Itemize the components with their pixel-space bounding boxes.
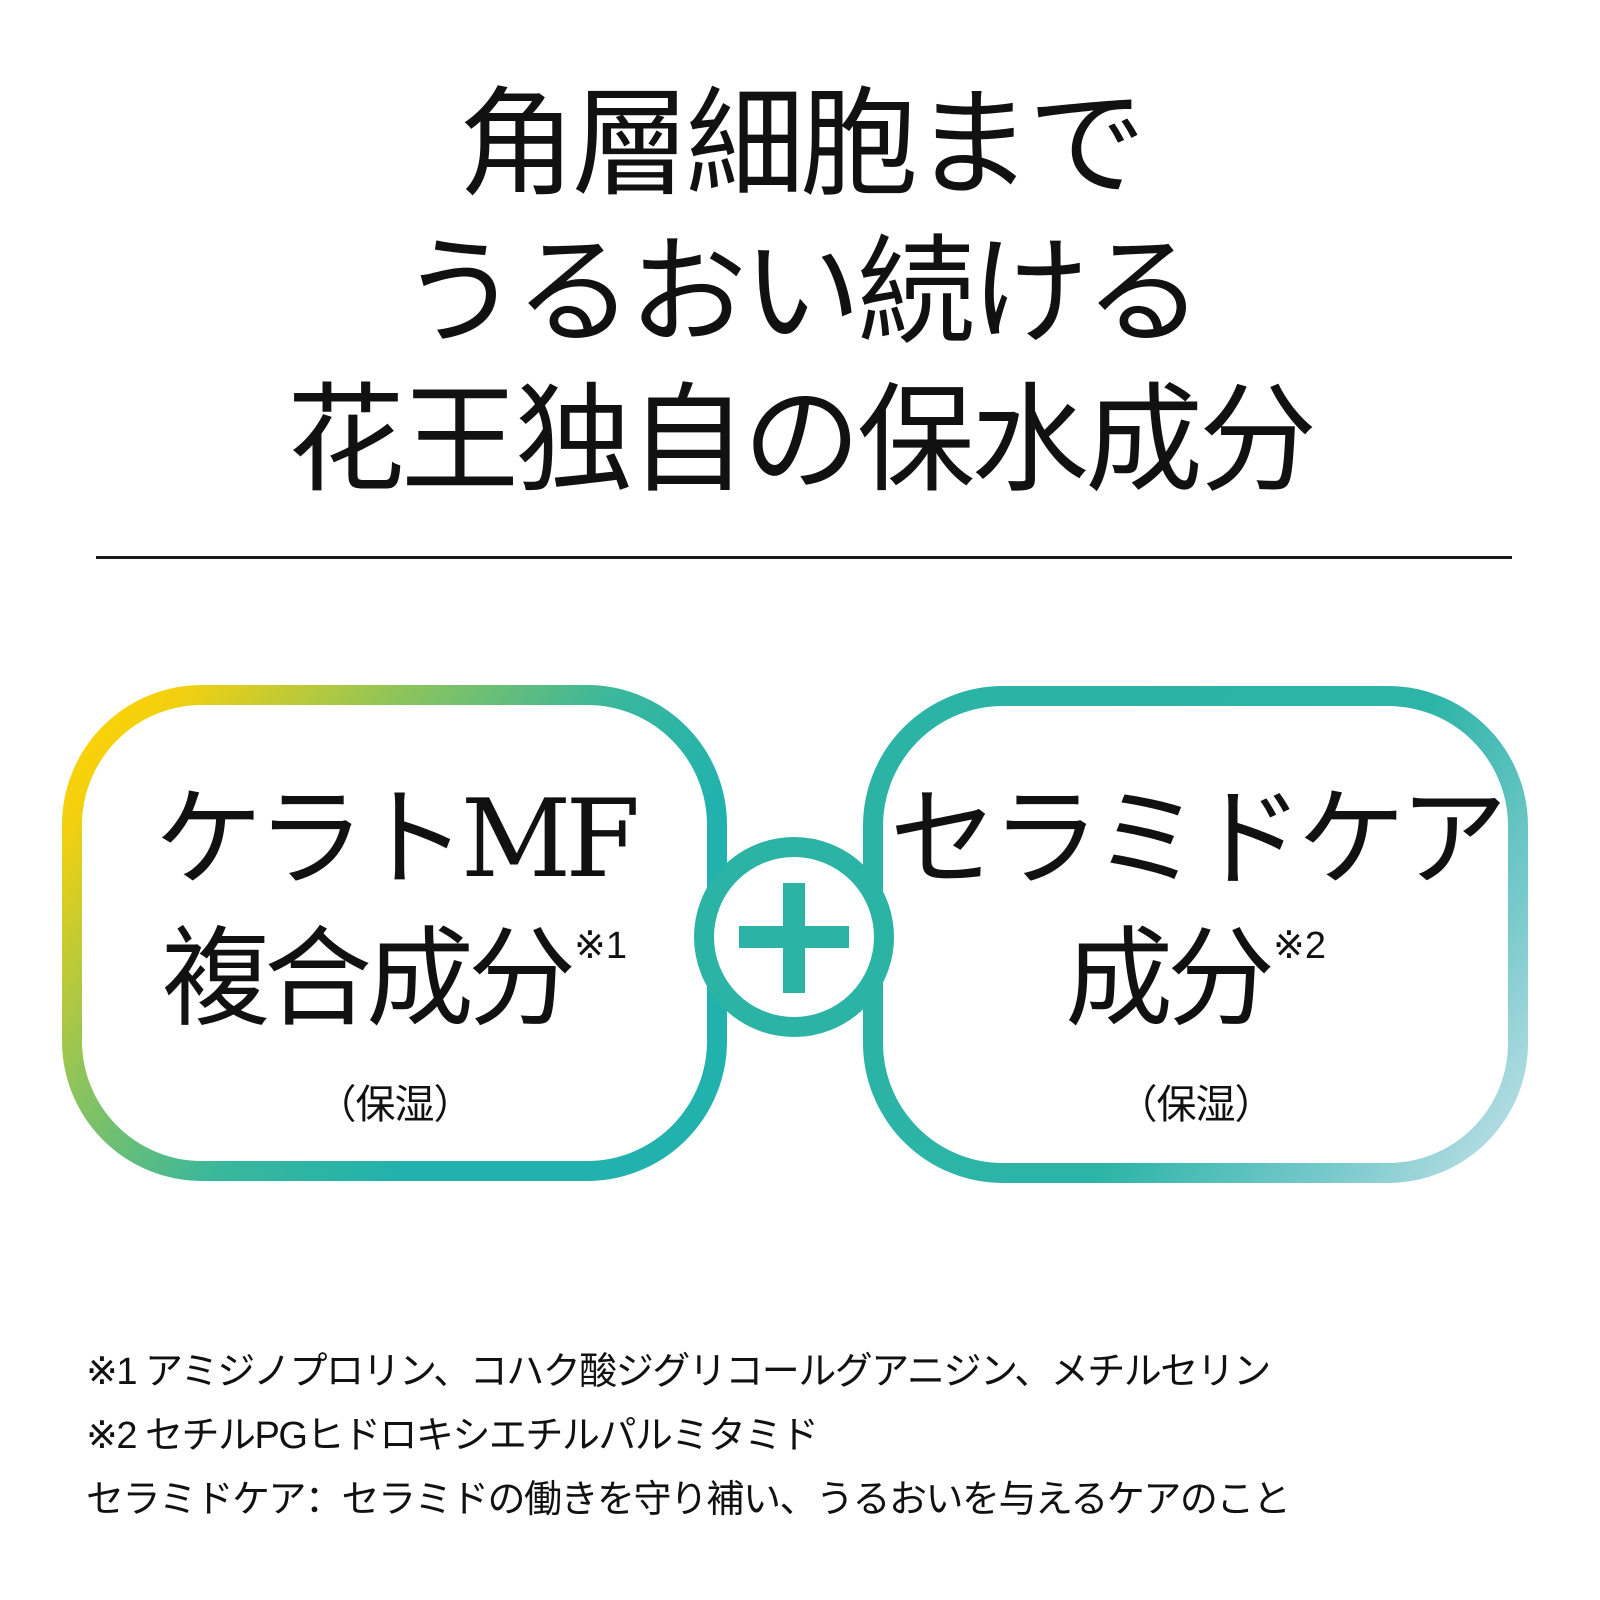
headline-line-2: うるおい続ける xyxy=(400,223,1203,361)
ingredient-name-line2: 成分※2 xyxy=(883,910,1508,1074)
footnote-mark: ※1 xyxy=(574,925,627,967)
footnote-mark: ※2 xyxy=(1273,925,1326,967)
footnote-definition: セラミドケア：セラミドの働きを守り補い、うるおいを与えるケアのこと xyxy=(86,1479,1291,1521)
headline: 角層細胞まで うるおい続ける 花王独自の保水成分 xyxy=(0,70,1600,514)
ingredient-name-line1: セラミドケア xyxy=(889,777,1507,902)
ingredient-name-line1: ケラトMF xyxy=(154,777,641,902)
ingredient-name-text: 複合成分 xyxy=(162,917,576,1042)
divider xyxy=(96,556,1512,559)
ingredient-name-text: 成分 xyxy=(1065,917,1275,1042)
footnotes: ※1 アミジノプロリン、コハク酸ジグリコールグアニジン、メチルセリン ※2 セチ… xyxy=(86,1340,1291,1532)
ingredient-card-ceramide-care: セラミドケア 成分※2 （保湿） xyxy=(883,770,1508,1130)
headline-line-1: 角層細胞まで xyxy=(457,75,1146,213)
footnote-2: ※2 セチルPGヒドロキシエチルパルミタミド xyxy=(86,1415,819,1457)
ingredient-purpose: （保湿） xyxy=(316,1083,474,1127)
plus-icon xyxy=(694,837,894,1037)
headline-line-3: 花王独自の保水成分 xyxy=(286,371,1317,509)
footnote-1: ※1 アミジノプロリン、コハク酸ジグリコールグアニジン、メチルセリン xyxy=(86,1351,1271,1393)
ingredient-card-kerato-mf: ケラトMF 複合成分※1 （保湿） xyxy=(82,770,707,1130)
ingredient-name-line2: 複合成分※1 xyxy=(82,910,707,1074)
ingredient-purpose: （保湿） xyxy=(1117,1083,1275,1127)
